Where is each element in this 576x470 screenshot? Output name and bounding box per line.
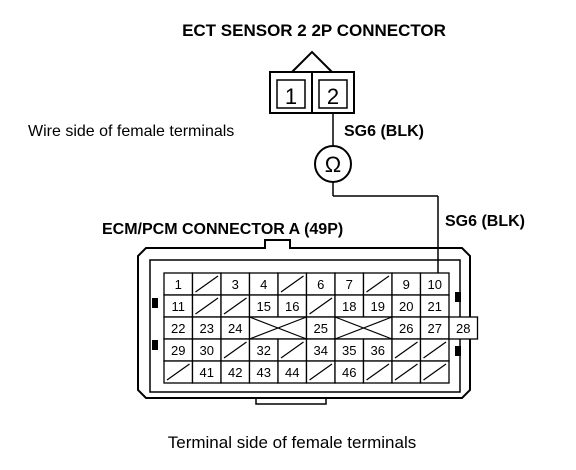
terminal-7: 7 (334, 272, 365, 296)
terminal-22: 22 (163, 316, 194, 340)
terminal-4: 4 (248, 272, 279, 296)
terminal-number: 27 (428, 321, 442, 336)
terminal-number: 16 (285, 299, 299, 314)
terminal-unused (277, 338, 308, 362)
terminal-11: 11 (163, 294, 194, 318)
ecm-connector-title: ECM/PCM CONNECTOR A (49P) (102, 221, 343, 238)
terminal-number: 41 (200, 365, 214, 380)
terminal-9: 9 (391, 272, 422, 296)
sensor-wire-side-caption: Wire side of female terminals (28, 123, 234, 140)
terminal-unused (191, 272, 222, 296)
terminal-27: 27 (419, 316, 450, 340)
terminal-unused (419, 338, 450, 362)
terminal-25: 25 (305, 316, 336, 340)
terminal-number: 9 (403, 277, 410, 292)
terminal-number: 3 (232, 277, 239, 292)
terminal-number: 29 (171, 343, 185, 358)
terminal-unused (305, 294, 336, 318)
terminal-21: 21 (419, 294, 450, 318)
terminal-number: 32 (257, 343, 271, 358)
terminal-44: 44 (277, 360, 308, 384)
sensor-pin-2: 2 (327, 84, 339, 109)
terminal-36: 36 (362, 338, 393, 362)
terminal-number: 20 (399, 299, 413, 314)
terminal-blank-crossed (248, 316, 308, 340)
terminal-26: 26 (391, 316, 422, 340)
terminal-number: 15 (257, 299, 271, 314)
terminal-number: 26 (399, 321, 413, 336)
terminal-24: 24 (220, 316, 251, 340)
wire-label-top: SG6 (BLK) (344, 123, 424, 140)
terminal-number: 42 (228, 365, 242, 380)
sensor-pin-1: 1 (285, 84, 297, 109)
terminal-number: 1 (175, 277, 182, 292)
terminal-number: 6 (317, 277, 324, 292)
terminal-10: 10 (419, 272, 450, 296)
sensor-connector-title: ECT SENSOR 2 2P CONNECTOR (182, 21, 446, 40)
terminal-number: 4 (260, 277, 267, 292)
ecm-terminal-side-caption: Terminal side of female terminals (168, 433, 416, 452)
terminal-42: 42 (220, 360, 251, 384)
terminal-23: 23 (191, 316, 222, 340)
terminal-number: 43 (257, 365, 271, 380)
terminal-unused (191, 294, 222, 318)
terminal-6: 6 (305, 272, 336, 296)
terminal-number: 44 (285, 365, 299, 380)
terminal-number: 18 (342, 299, 356, 314)
ohmmeter-icon: Ω (314, 145, 352, 183)
terminal-number: 30 (200, 343, 214, 358)
terminal-30: 30 (191, 338, 222, 362)
terminal-number: 10 (428, 277, 442, 292)
sensor-connector: 1 2 (269, 50, 355, 114)
terminal-18: 18 (334, 294, 365, 318)
terminal-blank-crossed (334, 316, 393, 340)
terminal-number: 28 (456, 321, 470, 336)
terminal-number: 35 (342, 343, 356, 358)
terminal-number: 7 (346, 277, 353, 292)
terminal-41: 41 (191, 360, 222, 384)
terminal-unused (391, 338, 422, 362)
terminal-number: 22 (171, 321, 185, 336)
terminal-1: 1 (163, 272, 194, 296)
terminal-number: 23 (200, 321, 214, 336)
terminal-unused (305, 360, 336, 384)
terminal-19: 19 (362, 294, 393, 318)
terminal-28: 28 (448, 316, 479, 340)
wire-label-ecm: SG6 (BLK) (445, 213, 525, 230)
terminal-15: 15 (248, 294, 279, 318)
terminal-46: 46 (334, 360, 365, 384)
terminal-3: 3 (220, 272, 251, 296)
terminal-43: 43 (248, 360, 279, 384)
terminal-unused (362, 272, 393, 296)
terminal-number: 21 (428, 299, 442, 314)
terminal-16: 16 (277, 294, 308, 318)
terminal-unused (362, 360, 393, 384)
terminal-number: 46 (342, 365, 356, 380)
terminal-unused (163, 360, 194, 384)
terminal-number: 11 (172, 299, 186, 314)
terminal-number: 34 (314, 343, 328, 358)
terminal-32: 32 (248, 338, 279, 362)
ohm-symbol: Ω (325, 152, 341, 177)
terminal-20: 20 (391, 294, 422, 318)
terminal-unused (277, 272, 308, 296)
terminal-unused (391, 360, 422, 384)
terminal-number: 24 (228, 321, 242, 336)
terminal-unused (220, 338, 251, 362)
terminal-29: 29 (163, 338, 194, 362)
terminal-34: 34 (305, 338, 336, 362)
terminal-unused (419, 360, 450, 384)
terminal-number: 36 (371, 343, 385, 358)
terminal-unused (220, 294, 251, 318)
terminal-35: 35 (334, 338, 365, 362)
terminal-number: 19 (371, 299, 385, 314)
terminal-number: 25 (314, 321, 328, 336)
